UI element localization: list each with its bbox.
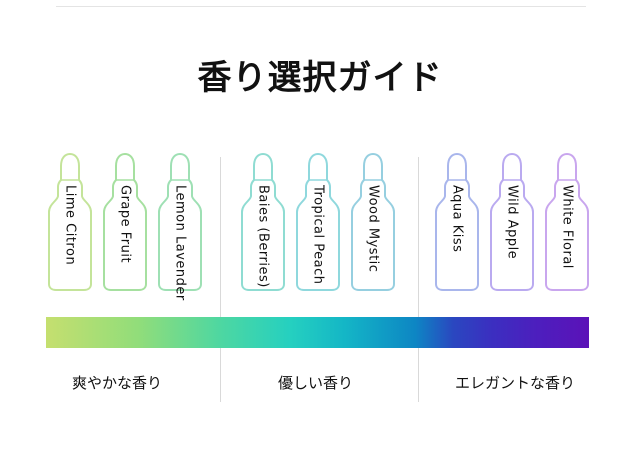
- bottle-outline: [490, 153, 534, 291]
- bottle-outline: [435, 153, 479, 291]
- bottle-outline: [158, 153, 202, 291]
- bottle-baies-berries[interactable]: Baies (Berries): [238, 152, 288, 292]
- bottle-aqua-kiss[interactable]: Aqua Kiss: [432, 152, 482, 292]
- bottle-tropical-peach[interactable]: Tropical Peach: [293, 152, 343, 292]
- group-divider-1: [220, 157, 221, 402]
- category-elegant: エレガントな香り: [455, 374, 576, 392]
- bottle-lime-citron[interactable]: Lime Citron: [45, 152, 95, 292]
- bottle-outline: [241, 153, 285, 291]
- category-gentle: 優しい香り: [278, 374, 354, 392]
- bottle-outline: [48, 153, 92, 291]
- bottle-label: Lime Citron: [62, 185, 78, 266]
- bottle-label: Wood Mystic: [365, 185, 381, 273]
- bottle-label: Aqua Kiss: [449, 185, 465, 253]
- bottle-outline: [103, 153, 147, 291]
- fragrance-gradient-bar: [46, 317, 589, 348]
- bottle-wood-mystic[interactable]: Wood Mystic: [348, 152, 398, 292]
- bottle-label: Grape Fruit: [117, 185, 133, 264]
- page-title: 香り選択ガイド: [197, 58, 443, 98]
- bottle-outline: [545, 153, 589, 291]
- bottle-outline: [296, 153, 340, 291]
- bottle-label: Lemon Lavender: [172, 185, 188, 301]
- bottle-outline: [351, 153, 395, 291]
- bottle-label: Baies (Berries): [255, 185, 271, 288]
- bottle-lemon-lavender[interactable]: Lemon Lavender: [155, 152, 205, 301]
- bottle-grape-fruit[interactable]: Grape Fruit: [100, 152, 150, 292]
- bottle-label: Wild Apple: [504, 185, 520, 260]
- bottle-wild-apple[interactable]: Wild Apple: [487, 152, 537, 292]
- top-divider-line: [56, 6, 586, 7]
- group-divider-2: [418, 157, 419, 402]
- category-fresh: 爽やかな香り: [72, 374, 163, 392]
- bottle-label: Tropical Peach: [310, 185, 326, 285]
- bottle-label: White Floral: [559, 185, 575, 269]
- bottle-white-floral[interactable]: White Floral: [542, 152, 592, 292]
